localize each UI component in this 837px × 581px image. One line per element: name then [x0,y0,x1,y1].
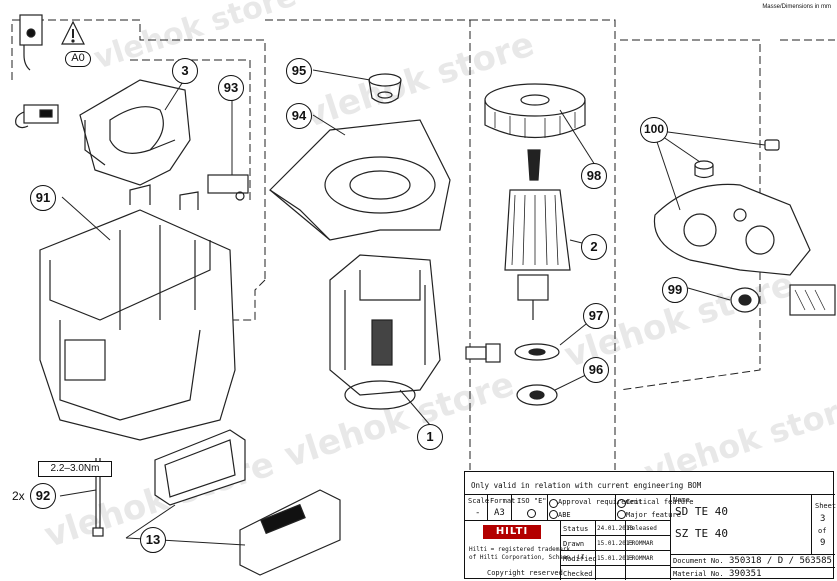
drawing-name-2: SZ TE 40 [675,527,728,540]
sheet-total: 9 [820,538,826,548]
drawn-label: Drawn [563,540,585,548]
trademark-line-2: of Hilti Corporation, Schaan, LI [469,554,585,561]
name-label: Name [673,496,690,504]
status-date: 24.01.2013 [597,525,634,532]
critical-feature: Critical feature [626,498,694,506]
callout-98: 98 [581,163,607,189]
callout-94: 94 [286,103,312,129]
scale-value: - [475,508,481,518]
callout-100: 100 [640,117,668,143]
drawn-date: 15.01.2013 [597,540,634,547]
callout-95: 95 [286,58,312,84]
format-value: A3 [494,508,505,518]
hilti-logo: HILTI [483,525,541,539]
unit-note: Masse/Dimensions in mm [762,4,831,10]
document-label: Document No. [673,557,724,565]
drawing-name-1: SD TE 40 [675,505,728,518]
major-feature: Major feature [626,511,681,519]
status-value: Released [628,525,657,532]
iso-label: ISO "E" [517,497,547,505]
material-number: 390351 [729,569,762,579]
callout-91: 91 [30,185,56,211]
sheet-label: Sheet [815,502,837,510]
sheet-number: 3 [820,514,826,524]
callout-2: 2 [581,234,607,260]
format-label: Format [490,497,516,505]
document-number: 350318 / D / 563585 [729,556,832,566]
callout-93: 93 [218,75,244,101]
status-label: Status [563,525,589,533]
callout-99: 99 [662,277,688,303]
callout-13: 13 [140,527,166,553]
material-label: Material No. [673,570,724,578]
copyright-note: Copyright reserved [487,569,563,577]
callout-97: 97 [583,303,609,329]
torque-spec: 2.2–3.0Nm [38,461,112,477]
approval-requirement: Approval requirement [558,498,643,506]
title-block: Only valid in relation with current engi… [464,471,837,580]
callout-1: 1 [417,424,443,450]
trademark-line-1: Hilti = registered trademark [469,546,571,553]
abe-label: ABE [558,511,571,519]
callout-96: 96 [583,357,609,383]
sheet-of-label: of [818,527,827,535]
modified-label: Modified [563,555,597,563]
quantity-label: 2x [12,489,25,503]
checked-label: Checked [563,570,593,578]
callout-a0: A0 [65,51,91,67]
modified-date: 15.01.2013 [597,555,634,562]
validity-note: Only valid in relation with current engi… [471,481,702,490]
scale-label: Scale [468,497,490,505]
callout-3: 3 [172,58,198,84]
drawn-by: FROMMAR [628,540,654,547]
modified-by: FROMMAR [628,555,654,562]
callout-92: 92 [30,483,56,509]
